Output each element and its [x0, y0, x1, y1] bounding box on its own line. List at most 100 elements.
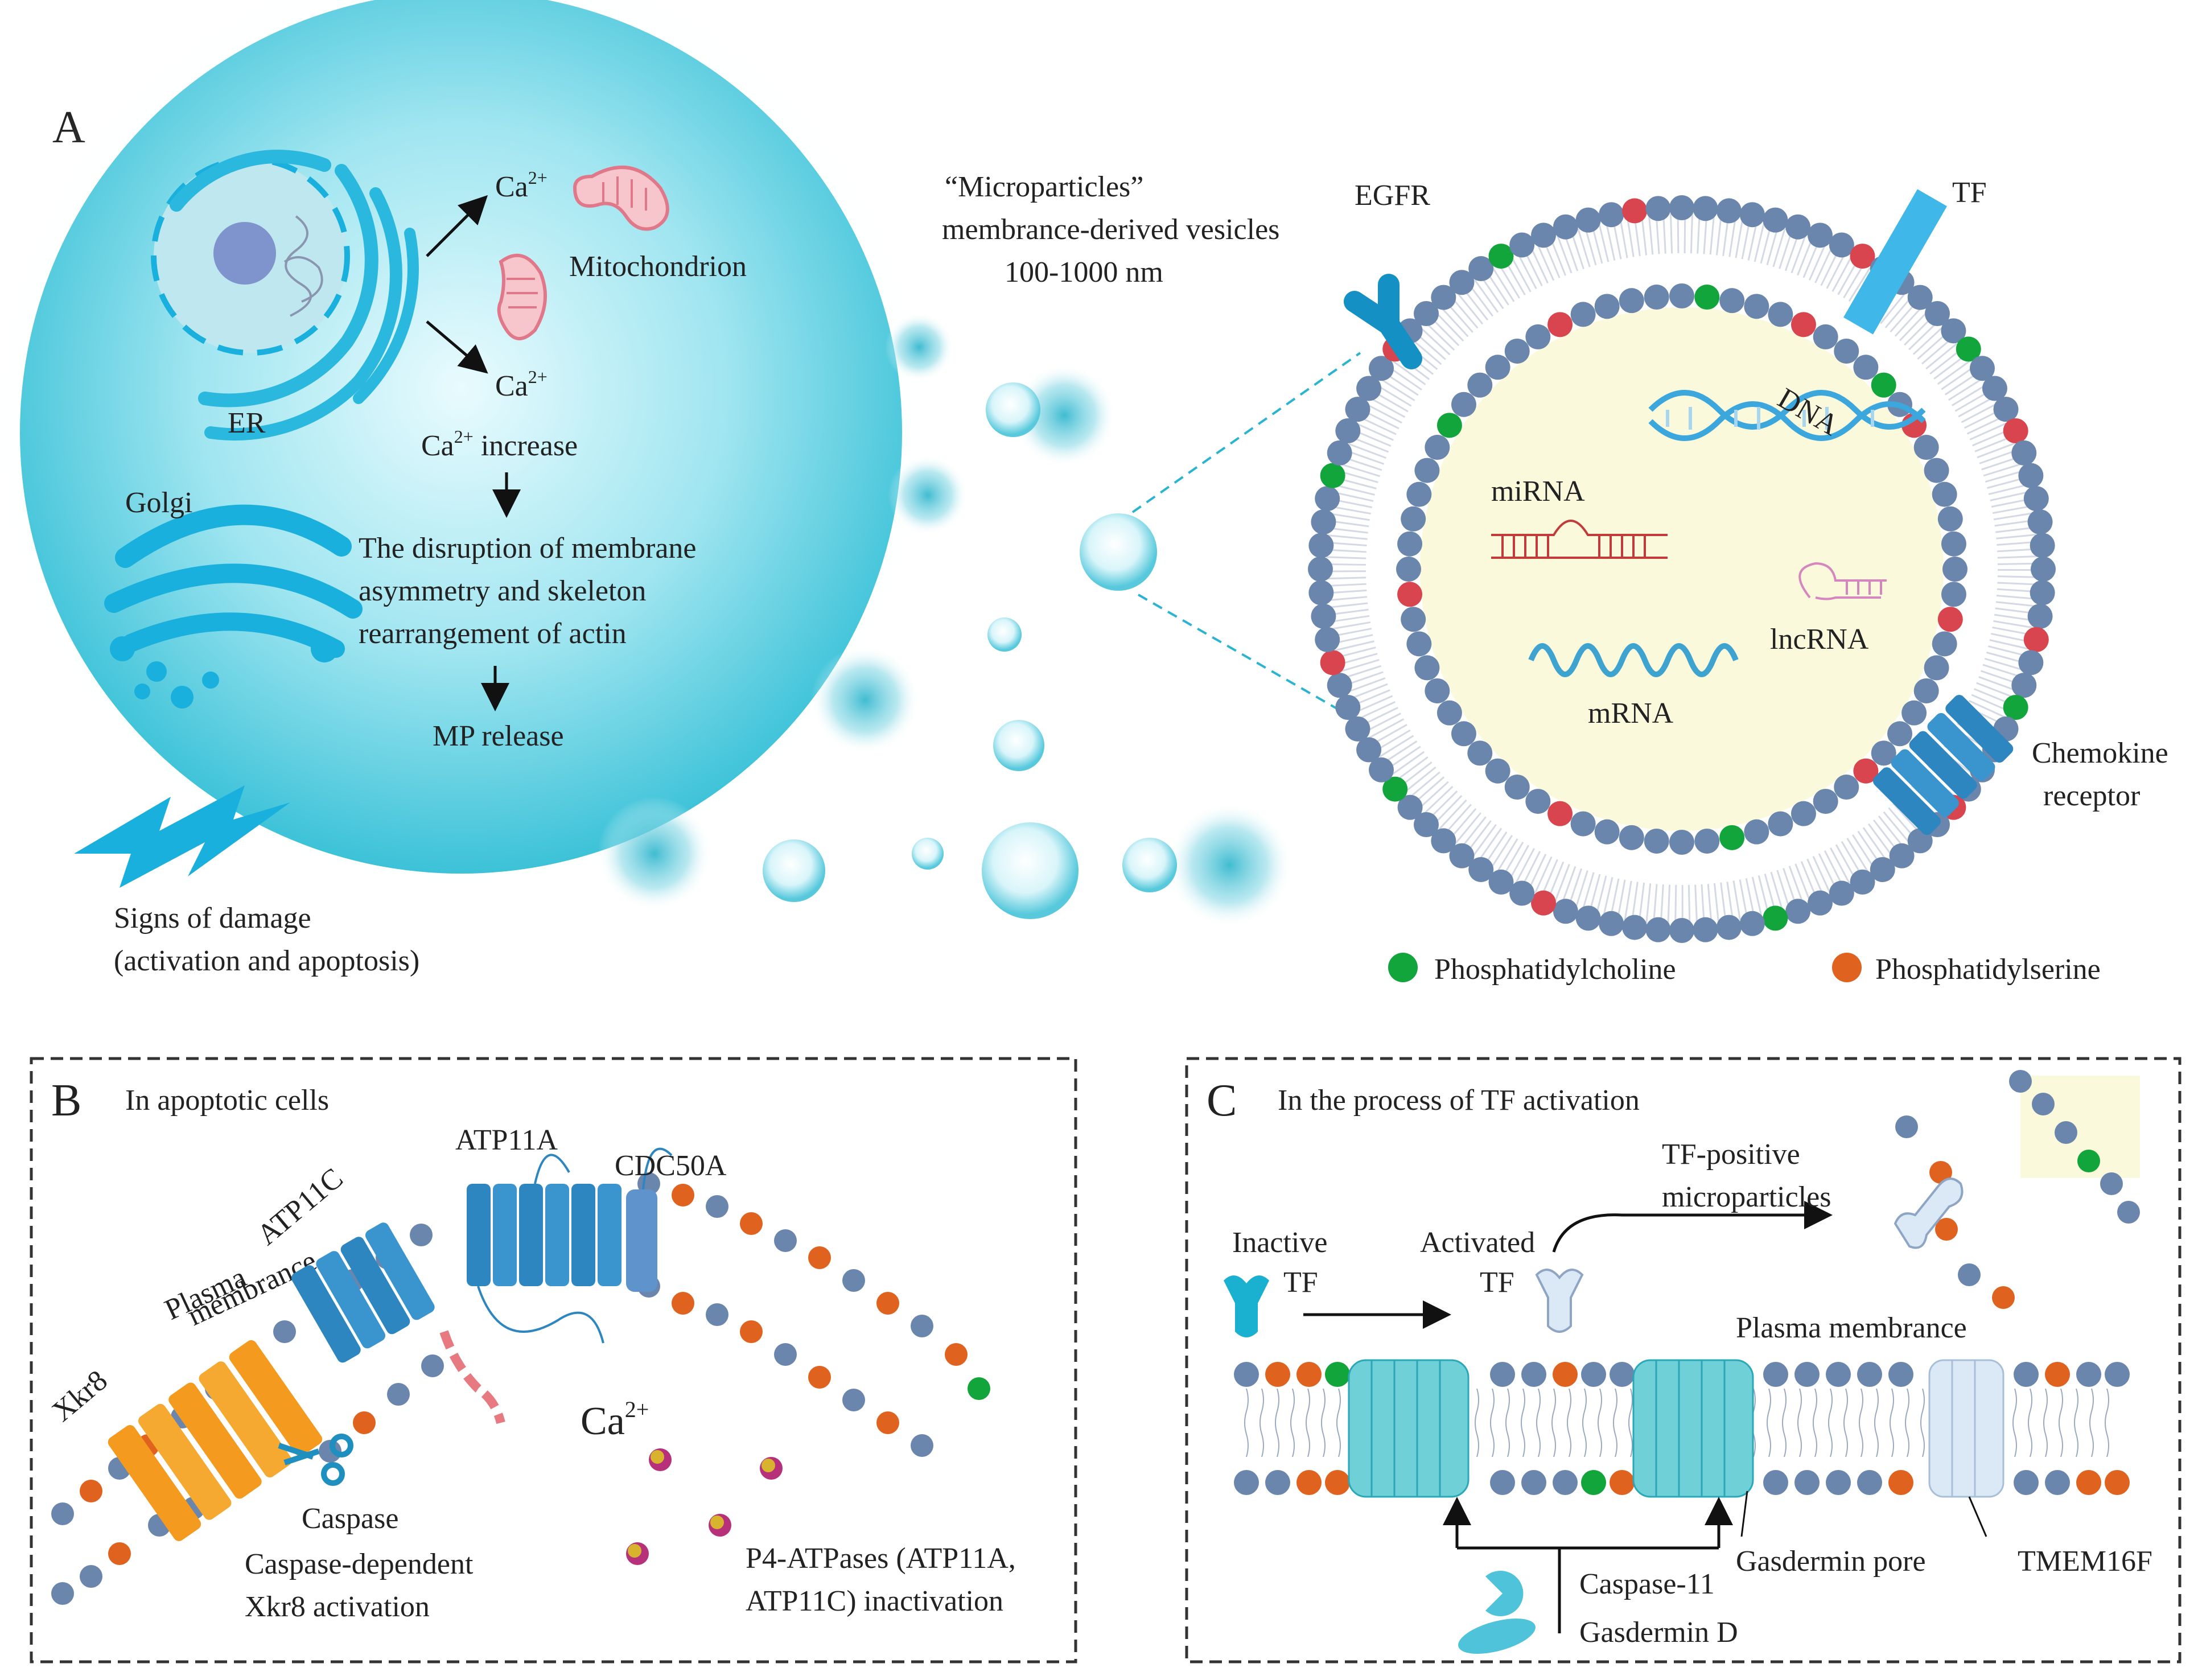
lipid-head [1850, 869, 1875, 895]
xkr8-label: Xkr8 [46, 1364, 114, 1428]
chemokine-line2: receptor [2043, 780, 2140, 812]
panel-b-title: In apoptotic cells [125, 1084, 329, 1117]
lipid-head-ps [1296, 1362, 1322, 1387]
ca-bottom-label: Ca2+ [495, 367, 548, 402]
lipid-head [1570, 811, 1596, 837]
gasdermin-d-icon [1458, 1619, 1536, 1654]
lipid-head [1234, 1470, 1259, 1495]
lipid-head [1599, 202, 1624, 228]
lipid-head [1870, 857, 1895, 882]
lipid-head-pc [1719, 825, 1745, 850]
lipid-tail [1306, 1388, 1310, 1457]
lipid-head [2027, 509, 2053, 535]
lipid-head [1941, 582, 1966, 607]
dna-icon [1648, 390, 1926, 441]
lipid-head [2076, 1362, 2101, 1387]
lipid-head-ps [1888, 1470, 1913, 1495]
panel-a: A ER Golgi [0, 0, 2168, 986]
lipid-head-ps [740, 1320, 763, 1343]
lipid-tail [1797, 1388, 1802, 1457]
lipid-head [1425, 678, 1450, 703]
lipid-tail [1521, 1388, 1525, 1457]
lipid-head-red [2003, 418, 2028, 443]
lipid-head-red [1397, 582, 1423, 607]
lipid-head [2117, 1201, 2140, 1224]
panel-c-frame [1185, 1057, 2181, 1663]
lipid-head [1327, 673, 1352, 698]
lipid-head [1669, 195, 1694, 220]
lipid-head [1924, 655, 1949, 681]
lipid-head-red [1790, 312, 1816, 337]
lipid-head [1610, 1362, 1635, 1387]
caspase-dep-line1: Caspase-dependent [245, 1548, 474, 1580]
gasdermin-pore-1 [1348, 1359, 1470, 1498]
lipid-head-pc [1488, 244, 1514, 269]
lipid-head [1941, 318, 1966, 344]
lipid-head-red [1547, 801, 1573, 826]
activated-tf-icon [1535, 1269, 1584, 1333]
lipid-tail [1551, 1388, 1556, 1457]
lipid-head [1913, 678, 1939, 703]
lipid-head [1888, 1362, 1913, 1387]
golgi-label: Golgi [125, 487, 192, 519]
lipid-head [1739, 911, 1765, 936]
lipid-head [1599, 911, 1624, 936]
mp-release-label: MP release [433, 720, 564, 752]
panel-b-frame [30, 1057, 1077, 1663]
lipid-head-pc [1956, 336, 1981, 362]
lipid-head-red [1547, 312, 1573, 337]
legend-pc-swatch [1388, 953, 1418, 982]
lipid-head [1467, 372, 1493, 398]
lipid-head [1794, 1362, 1820, 1387]
lipid-head [1553, 1470, 1578, 1495]
lipid-head [1871, 740, 1896, 766]
lipid-head [1622, 915, 1648, 940]
lipid-head [1581, 1362, 1606, 1387]
lipid-head [2027, 603, 2053, 629]
atp11a-icon [467, 1154, 621, 1344]
lipid-head [1932, 481, 1957, 507]
lipid-head [1907, 285, 1933, 310]
mp-title-line2: membrance-derived vesicles [942, 213, 1279, 246]
gasdermin-pore-label: Gasdermin pore [1736, 1545, 1926, 1578]
lipid-head [1413, 300, 1439, 326]
lipid-head [1644, 285, 1669, 310]
lipid-head [1335, 695, 1361, 720]
released-microparticles [598, 313, 1292, 928]
lipid-tail [1290, 1388, 1295, 1457]
lipid-head [1763, 207, 1788, 233]
lipid-head [774, 1343, 797, 1366]
lipid-tail [2105, 1388, 2109, 1457]
lipid-head [1857, 1470, 1882, 1495]
lipid-head-ps [1553, 1362, 1578, 1387]
lipid-head [1857, 1362, 1882, 1387]
lipid-head [1553, 214, 1578, 240]
lipid-head [1969, 356, 1995, 381]
caspase-label: Caspase [302, 1502, 398, 1535]
ca-increase-label: Ca2+ increase [421, 426, 578, 462]
damage-line1: Signs of damage [114, 902, 311, 934]
lipid-head [2032, 1093, 2055, 1115]
lipid-head-ps [945, 1343, 968, 1366]
lipid-tail [1536, 1388, 1541, 1457]
lipid-tail [1475, 1388, 1479, 1457]
lipid-head [1553, 899, 1578, 924]
lipid-tail [1874, 1388, 1879, 1457]
lipid-head [1693, 196, 1718, 221]
lipid-head [1525, 789, 1551, 814]
mp-title-line3: 100-1000 nm [1005, 256, 1163, 289]
lipid-head [2055, 1121, 2077, 1144]
lipid-head-ps [1325, 1470, 1350, 1495]
lipid-head [1694, 828, 1720, 854]
er-label: ER [228, 407, 266, 439]
inactive-line1: Inactive [1232, 1226, 1327, 1259]
lipid-head [1369, 356, 1394, 381]
lipid-head [1401, 506, 1426, 532]
panel-c-label: C [1207, 1076, 1237, 1126]
lipid-head [2023, 486, 2049, 512]
plasma-membrance-label: Plasma membrance [1736, 1312, 1967, 1344]
activated-line1: Activated [1420, 1226, 1535, 1259]
lipid-head [319, 1440, 341, 1463]
lipid-head [1490, 1362, 1515, 1387]
lipid-head [410, 1224, 433, 1246]
